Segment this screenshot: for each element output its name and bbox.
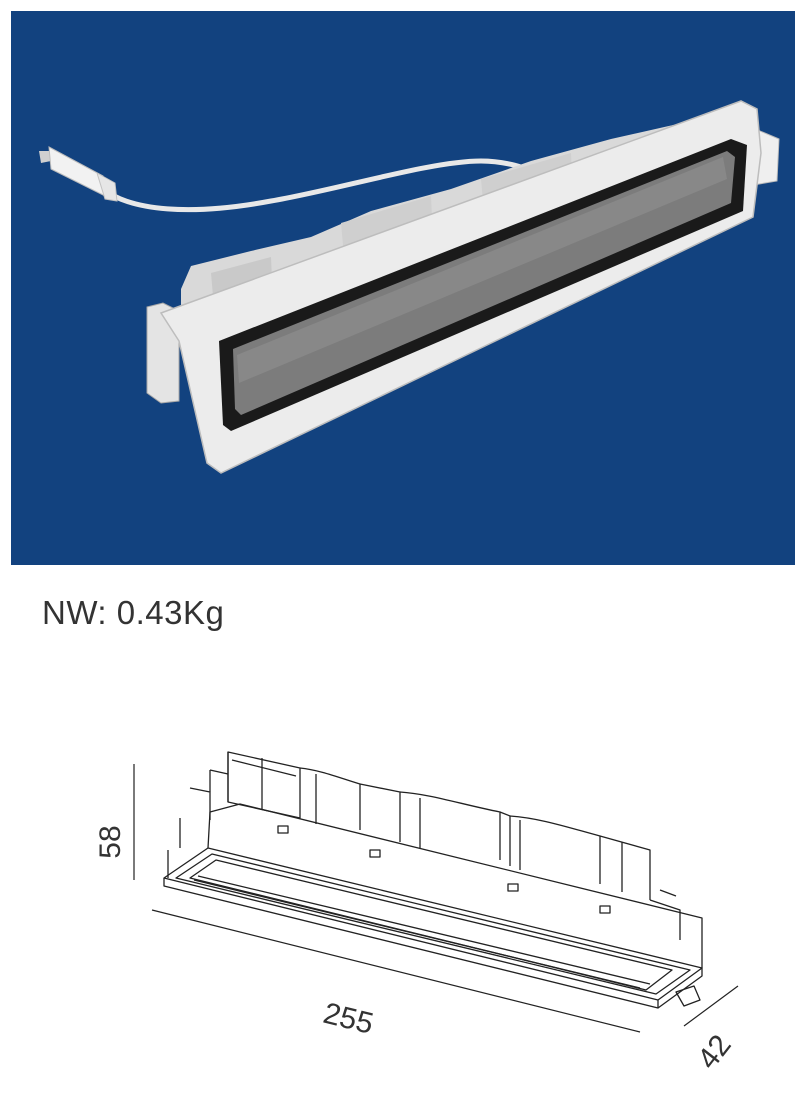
dimension-drawing: 58 255 42 xyxy=(94,751,739,1076)
frame-clips xyxy=(277,825,611,914)
dc-plug xyxy=(39,146,118,202)
heat-sink-outline xyxy=(179,751,681,940)
length-dim-line xyxy=(151,909,641,1033)
length-dimension: 255 xyxy=(320,997,377,1041)
power-cable xyxy=(100,158,554,213)
net-weight-label: NW: 0.43Kg xyxy=(42,594,225,631)
depth-dim-line xyxy=(683,985,739,1027)
product-photo xyxy=(11,11,795,565)
luminaire-illustration xyxy=(39,100,780,474)
spring-clip-outline xyxy=(675,985,701,1007)
depth-dimension: 42 xyxy=(691,1029,738,1076)
frame-outline xyxy=(163,803,703,1009)
height-dimension: 58 xyxy=(94,825,127,858)
